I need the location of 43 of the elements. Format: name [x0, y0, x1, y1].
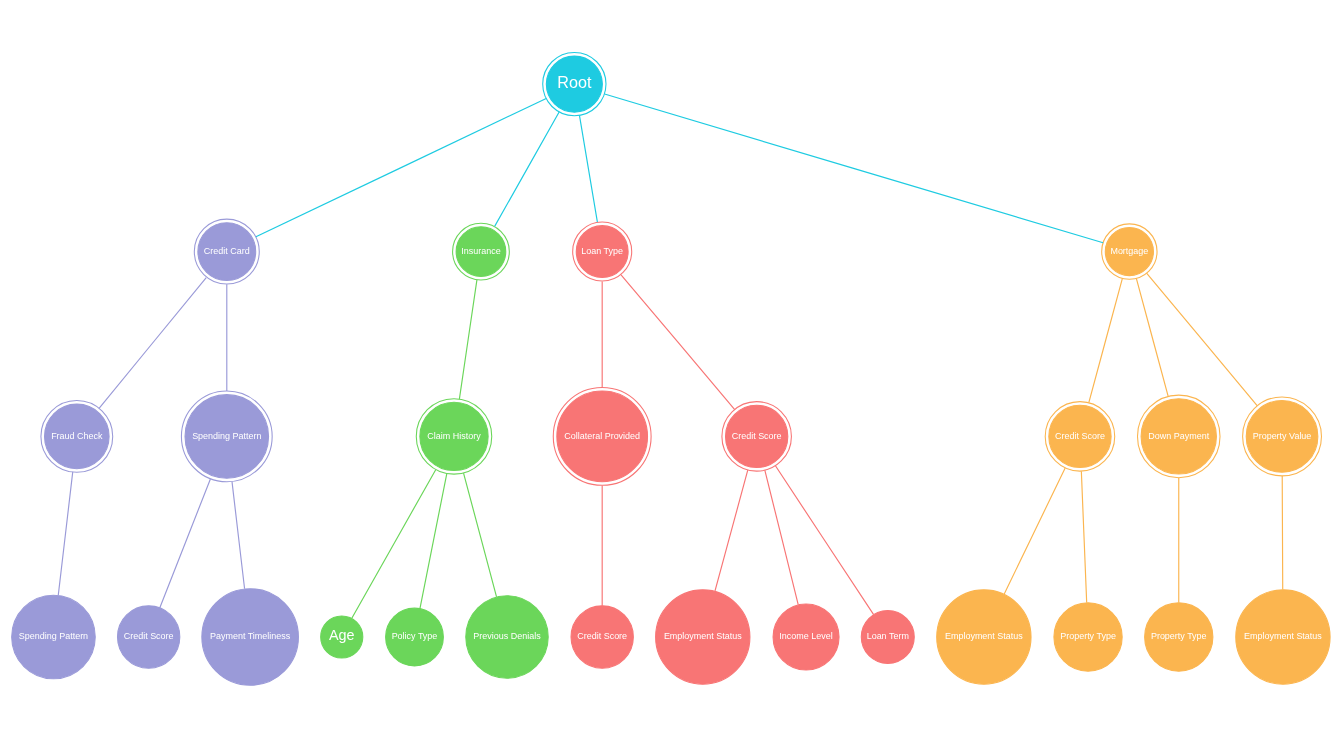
connector	[620, 273, 736, 410]
node-circle: Income Level	[772, 602, 840, 671]
connector	[462, 472, 498, 597]
node-circle: Payment Timeliness	[201, 587, 299, 686]
connector	[578, 114, 598, 223]
node-circle: Spending Pattern	[11, 594, 96, 679]
node-circle: Employment Status	[936, 588, 1032, 685]
connector	[601, 484, 603, 606]
node-circle: Property Type	[1053, 601, 1123, 672]
connector	[494, 110, 560, 227]
connector	[255, 97, 547, 237]
connector	[714, 469, 749, 592]
connector	[419, 472, 448, 609]
node-circle: Policy Type	[385, 607, 444, 666]
connector	[351, 468, 437, 619]
connector	[764, 469, 799, 605]
connector	[98, 276, 207, 409]
node-circle: Property Type	[1144, 601, 1214, 672]
node-circle: Credit Score	[1044, 400, 1116, 472]
connector	[774, 464, 875, 615]
connector	[57, 470, 74, 596]
node-circle: Claim History	[415, 397, 493, 475]
node-circle: Loan Term	[860, 609, 915, 664]
connector	[1146, 272, 1258, 406]
connector	[1281, 474, 1284, 590]
node-circle: Fraud Check	[40, 399, 114, 473]
connector	[601, 280, 603, 388]
connector	[231, 480, 246, 589]
node-circle: Employment Status	[1235, 588, 1331, 685]
connector	[458, 278, 478, 400]
node-circle: Age	[320, 614, 364, 659]
connector	[1088, 277, 1123, 403]
connector	[159, 477, 211, 609]
connector	[1080, 470, 1088, 603]
connector	[226, 283, 228, 392]
connector	[1178, 476, 1180, 603]
node-circle: Previous Denials	[465, 594, 549, 679]
node-circle: Credit Score	[570, 604, 634, 669]
connector	[1003, 466, 1066, 595]
node-circle: Employment Status	[655, 588, 751, 685]
connector	[1135, 277, 1169, 397]
node-circle: Credit Score	[116, 604, 181, 669]
connector	[604, 92, 1104, 243]
